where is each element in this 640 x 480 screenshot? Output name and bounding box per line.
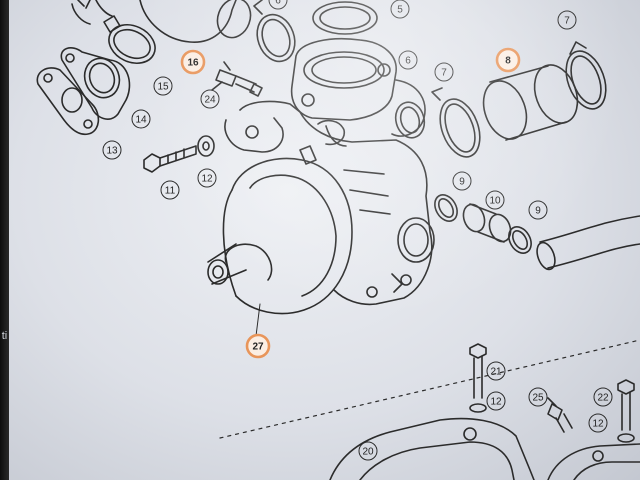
callout-circle xyxy=(528,200,548,220)
sensor-25 xyxy=(547,397,573,433)
callout-number: 12 xyxy=(201,174,213,185)
hose-clamp-7-far xyxy=(565,41,607,110)
callout-21: 21 xyxy=(486,361,506,381)
callout-14: 14 xyxy=(131,109,151,129)
hose-clamp-9-left xyxy=(434,194,458,222)
callout-12: 12 xyxy=(486,391,506,411)
callout-circle xyxy=(398,50,418,70)
callout-20: 20 xyxy=(358,441,378,461)
callout-circle xyxy=(452,171,472,191)
callout-number: 16 xyxy=(187,58,199,69)
hose-clamp-15 xyxy=(103,15,156,65)
callout-5: 5 xyxy=(390,0,410,19)
callout-circle xyxy=(486,391,506,411)
callout-number: 24 xyxy=(204,95,216,106)
hose-pipe-top-left xyxy=(71,0,252,43)
callout-number: 7 xyxy=(441,68,447,79)
outlet-flange-14 xyxy=(60,47,131,120)
callout-number: 27 xyxy=(252,342,264,353)
callout-circle xyxy=(528,387,548,407)
callout-6: 6 xyxy=(268,0,288,10)
callout-circle xyxy=(160,180,180,200)
callout-circle xyxy=(390,0,410,19)
callout-6: 6 xyxy=(398,50,418,70)
callout-9: 9 xyxy=(452,171,472,191)
callout-number: 5 xyxy=(397,5,403,16)
callout-number: 14 xyxy=(135,115,147,126)
callout-circle xyxy=(268,0,288,10)
callout-number: 9 xyxy=(535,206,541,217)
callout-circle xyxy=(197,168,217,188)
bezel-text: ti xyxy=(1,330,8,342)
long-coolant-pipe xyxy=(536,215,640,271)
callout-circle xyxy=(486,361,506,381)
washer-12-left xyxy=(197,135,215,157)
callout-8: 8 xyxy=(495,47,521,73)
hose-clamp-7-right xyxy=(431,87,481,158)
callout-number: 25 xyxy=(532,393,544,404)
callout-27: 27 xyxy=(245,333,271,359)
callout-number: 9 xyxy=(459,177,465,188)
callout-circle xyxy=(200,89,220,109)
callout-circle xyxy=(495,47,521,73)
callout-circle xyxy=(131,109,151,129)
callout-number: 8 xyxy=(505,56,511,67)
callout-circle xyxy=(153,76,173,96)
callout-number: 22 xyxy=(597,393,609,404)
callout-circle xyxy=(434,62,454,82)
callout-15: 15 xyxy=(153,76,173,96)
gasket-13 xyxy=(36,67,100,136)
callout-circle xyxy=(485,190,505,210)
callout-number: 20 xyxy=(362,447,374,458)
callout-circle xyxy=(593,387,613,407)
bypass-hose-10 xyxy=(462,203,512,243)
callout-circle xyxy=(102,140,122,160)
bolt-22 xyxy=(617,379,635,443)
callout-number: 7 xyxy=(564,16,570,27)
callout-number: 10 xyxy=(489,196,501,207)
callout-number: 6 xyxy=(405,56,411,67)
callout-number: 6 xyxy=(275,0,281,7)
hose-clamp-9-right xyxy=(508,226,532,254)
dashed-leader-line xyxy=(219,339,640,439)
callout-number: 12 xyxy=(490,397,502,408)
callout-7: 7 xyxy=(434,62,454,82)
callout-25: 25 xyxy=(528,387,548,407)
coolant-hose-8 xyxy=(482,64,579,141)
callout-9: 9 xyxy=(528,200,548,220)
callout-circle xyxy=(245,333,271,359)
callout-12: 12 xyxy=(197,168,217,188)
callout-12: 12 xyxy=(588,413,608,433)
callout-number: 15 xyxy=(157,82,169,93)
callout-number: 12 xyxy=(592,419,604,430)
callout-number: 13 xyxy=(106,146,118,157)
callout-circle xyxy=(358,441,378,461)
callout-13: 13 xyxy=(102,140,122,160)
callout-11: 11 xyxy=(160,180,180,200)
bolt-21 xyxy=(469,343,487,413)
callout-circle xyxy=(557,10,577,30)
callout-24: 24 xyxy=(200,89,220,109)
callout-circle xyxy=(588,413,608,433)
leader-line xyxy=(255,303,261,337)
callout-circle xyxy=(180,49,206,75)
callout-7: 7 xyxy=(557,10,577,30)
callout-22: 22 xyxy=(593,387,613,407)
bolt-11 xyxy=(143,145,197,173)
monitor-bezel: ti xyxy=(0,0,9,480)
callout-number: 11 xyxy=(165,186,176,197)
callout-number: 21 xyxy=(490,367,502,378)
temperature-sender-24 xyxy=(211,61,263,97)
pump-body-casting xyxy=(224,100,435,306)
pump-pulley-27 xyxy=(207,157,353,315)
callout-16: 16 xyxy=(180,49,206,75)
callout-10: 10 xyxy=(485,190,505,210)
hose-clamp-top xyxy=(253,0,296,63)
bracket-right-lower xyxy=(547,443,640,480)
mounting-bracket-20 xyxy=(329,417,535,480)
o-ring-5 xyxy=(312,1,378,35)
